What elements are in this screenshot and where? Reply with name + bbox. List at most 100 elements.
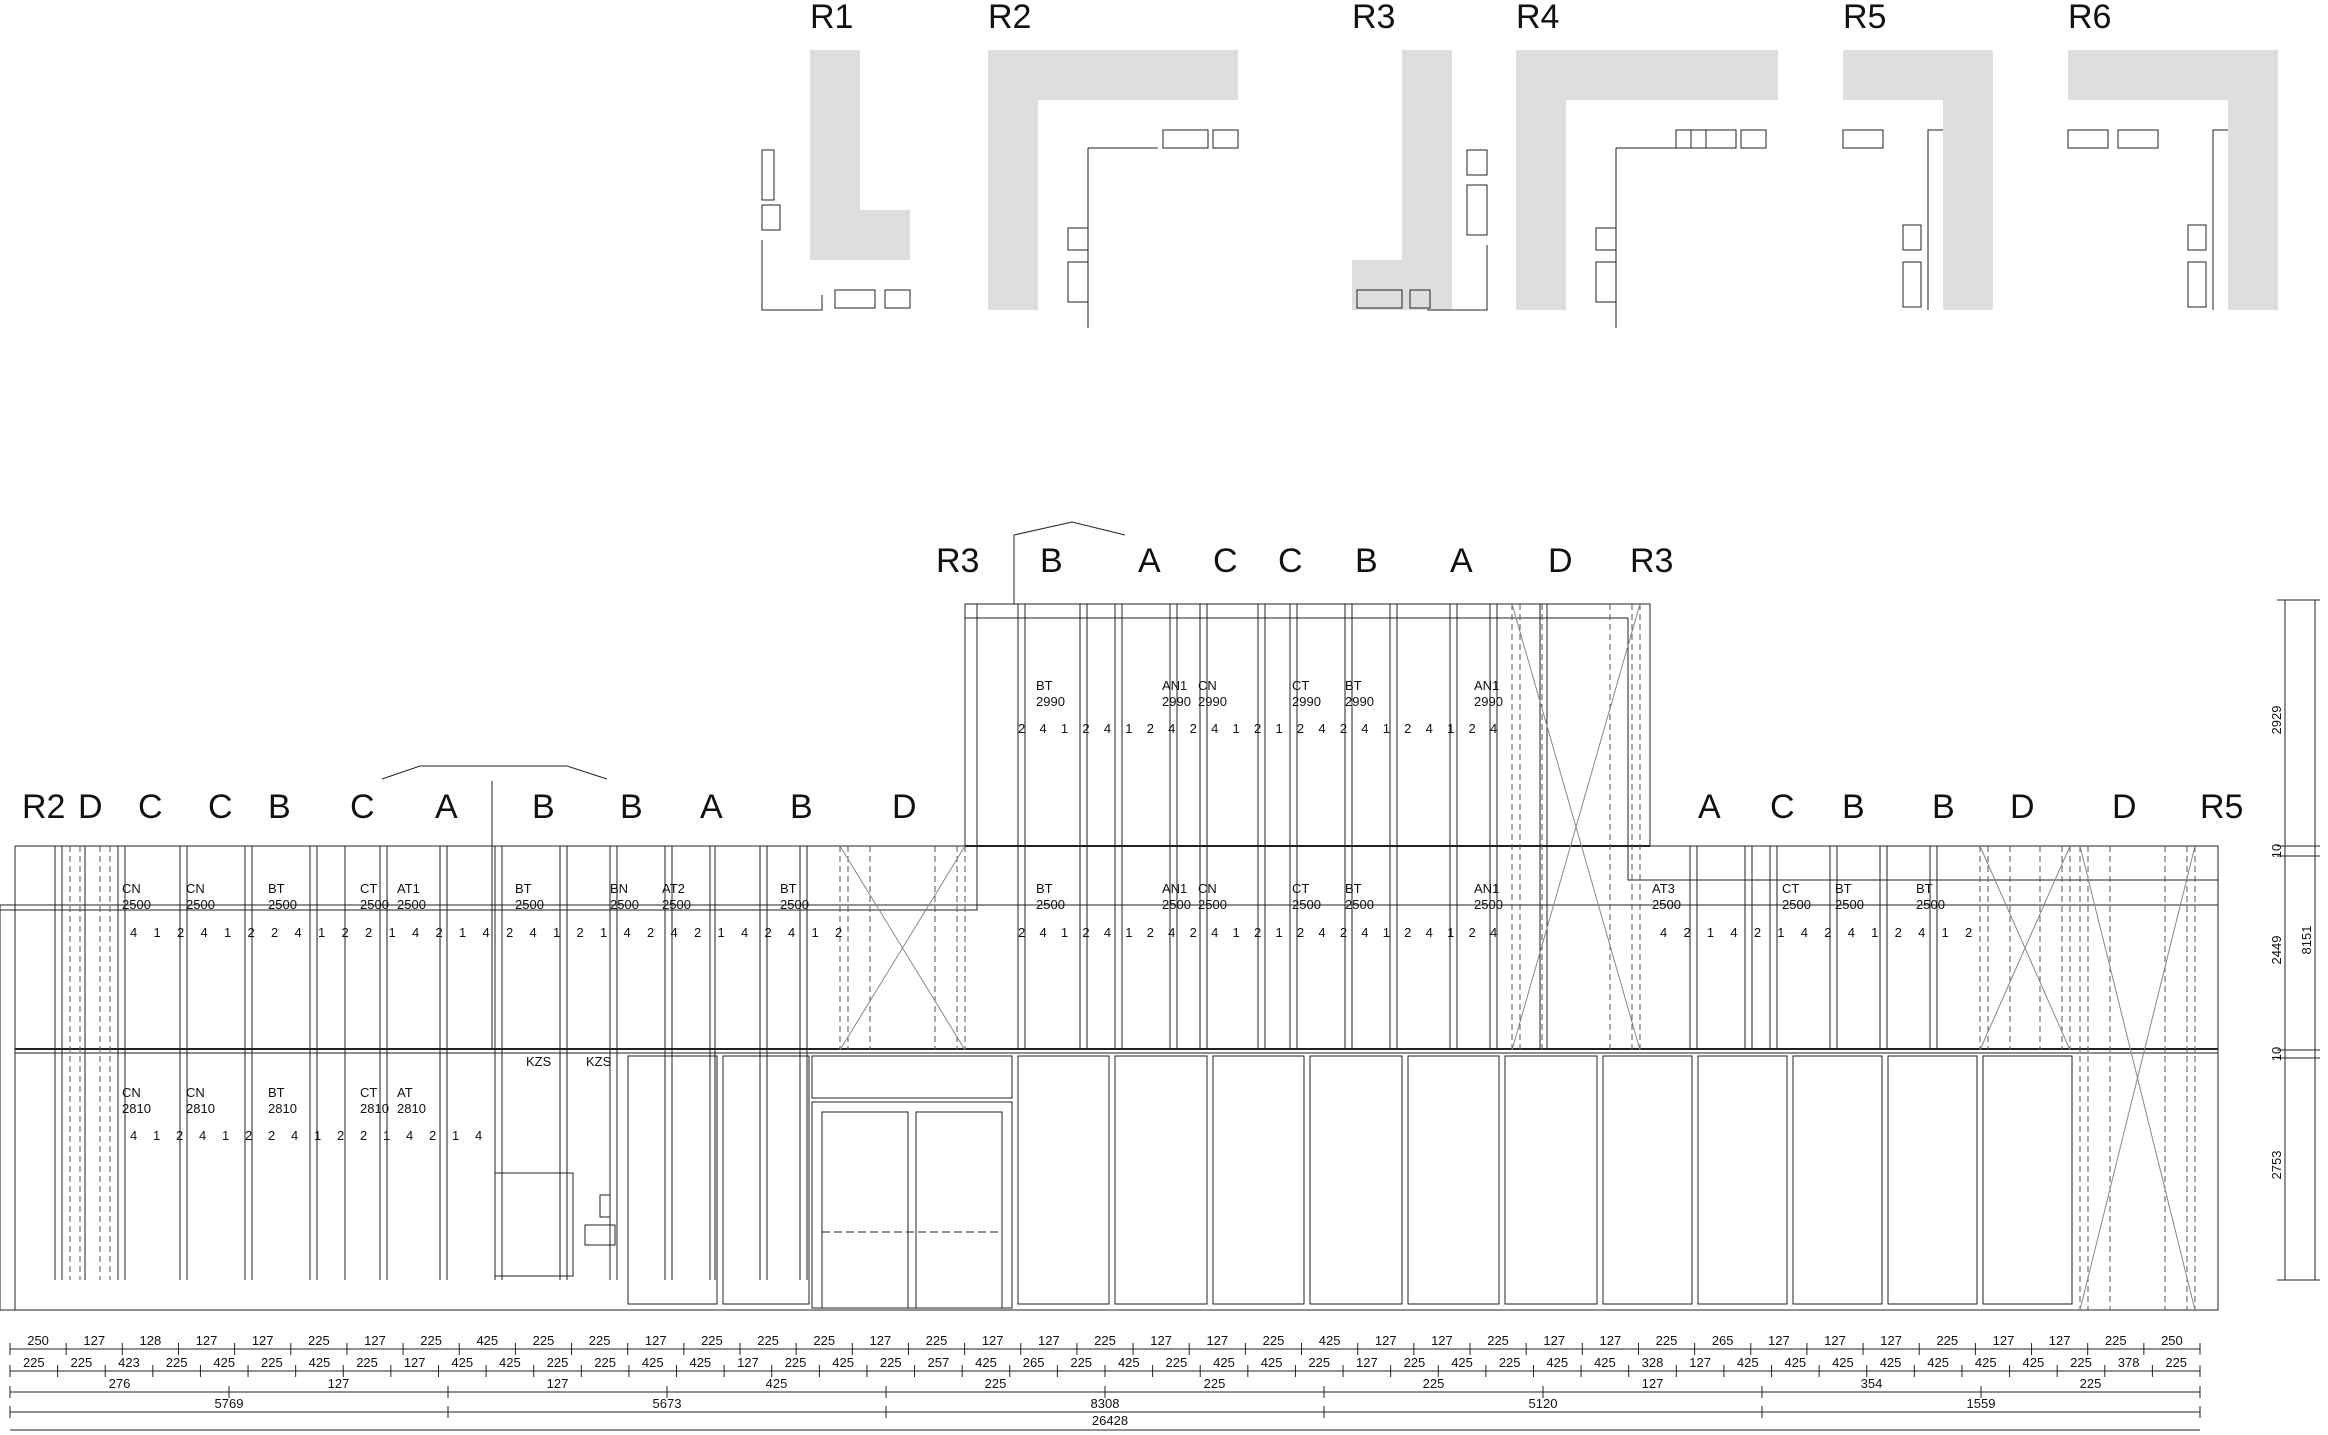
row-number: 1 (1383, 721, 1390, 736)
corner-detail-r1: R1 (761, 0, 911, 311)
panel-type: BT (1345, 678, 1362, 693)
row-number: 4 (1318, 925, 1325, 940)
row-number: 1 (154, 925, 161, 940)
dim-overall-value: 26428 (1092, 1413, 1128, 1428)
dim-row-1a-value: 127 (1768, 1333, 1790, 1348)
panel-height: 2810 (397, 1101, 426, 1116)
row-number: 4 (1490, 721, 1497, 736)
dim-row-3-value: 8308 (1091, 1396, 1120, 1411)
panel-height: 2990 (1345, 694, 1374, 709)
dim-row-1b-value: 425 (1451, 1355, 1473, 1370)
dim-row-1b-value: 257 (928, 1355, 950, 1370)
bay-letter: R2 (22, 788, 65, 826)
row-number: 1 (1447, 925, 1454, 940)
panel-type: BT (1916, 881, 1933, 896)
dim-row-1b-value: 127 (737, 1355, 759, 1370)
dim-row-1a-value: 127 (2049, 1333, 2071, 1348)
dim-row-1b-value: 425 (1927, 1355, 1949, 1370)
bay-letter: D (78, 788, 103, 826)
row-number: 2 (1018, 925, 1025, 940)
row-number: 2 (765, 925, 772, 940)
dim-row-1b-value: 225 (1166, 1355, 1188, 1370)
bay-letter: D (1548, 542, 1573, 580)
dim-row-1b-value: 225 (261, 1355, 283, 1370)
panel-height: 2500 (1652, 897, 1681, 912)
row-number: 4 (1426, 721, 1433, 736)
row-number: 4 (1660, 925, 1667, 940)
dim-row-2-value: 127 (328, 1376, 350, 1391)
dim-row-1a-value: 425 (1319, 1333, 1341, 1348)
dim-row-1b-value: 425 (451, 1355, 473, 1370)
panel-height: 2500 (360, 897, 389, 912)
row-number: 2 (1018, 721, 1025, 736)
stud-profile (1740, 129, 1767, 149)
bay-letter: C (1770, 788, 1795, 826)
row-number: 2 (268, 1128, 275, 1143)
bay-letter: B (620, 788, 643, 826)
row-number: 1 (1447, 721, 1454, 736)
row-number: 2 (1297, 925, 1304, 940)
dim-vertical-value: 10 (2269, 844, 2284, 858)
bay-letter: C (208, 788, 233, 826)
row-number: 4 (1104, 721, 1111, 736)
row-number: 2 (1190, 925, 1197, 940)
dim-row-1a-value: 127 (1375, 1333, 1397, 1348)
row-number: 2 (1254, 721, 1261, 736)
d-bay-left-diag (839, 845, 966, 1051)
dim-vertical-value: 10 (2269, 1047, 2284, 1061)
glazing-panel (627, 1055, 718, 1305)
row-number: 1 (1383, 925, 1390, 940)
corner-label: R1 (810, 0, 853, 36)
panel-height: 2500 (122, 897, 151, 912)
bay-letter: B (1355, 542, 1378, 580)
panel-type: AT3 (1652, 881, 1675, 896)
row-number: 4 (1426, 925, 1433, 940)
row-number: 1 (718, 925, 725, 940)
dim-row-1b-value: 425 (1594, 1355, 1616, 1370)
row-number: 4 (1039, 925, 1046, 940)
panel-height: 2500 (268, 897, 297, 912)
dim-row-2-value: 225 (1204, 1376, 1226, 1391)
row-number: 4 (1361, 721, 1368, 736)
panel-type: CN (1198, 881, 1217, 896)
panel-type: AN1 (1474, 678, 1499, 693)
bay-letter: A (700, 788, 723, 826)
bay-letter: B (532, 788, 555, 826)
dim-row-1a-value: 225 (926, 1333, 948, 1348)
door-frame (811, 1101, 1013, 1309)
bay-letter: B (268, 788, 291, 826)
panel-type: AN1 (1162, 678, 1187, 693)
facade-elevation (0, 521, 2219, 1311)
glazing-panel (1792, 1055, 1883, 1305)
panel-type: CT (360, 1085, 377, 1100)
dim-row-1b-value: 425 (689, 1355, 711, 1370)
door-leaf-left (821, 1111, 909, 1309)
bay-letter: D (2010, 788, 2035, 826)
dim-row-1a-value: 128 (140, 1333, 162, 1348)
dim-row-1a-value: 265 (1712, 1333, 1734, 1348)
panel-type: BT (268, 881, 285, 896)
dim-row-1b-value: 225 (1070, 1355, 1092, 1370)
row-number: 2 (245, 1128, 252, 1143)
stud-profile (884, 289, 911, 309)
row-number: 1 (383, 1128, 390, 1143)
panel-height: 2810 (122, 1101, 151, 1116)
corner-label: R6 (2068, 0, 2111, 36)
row-number: 2 (1190, 721, 1197, 736)
stud-profile (2187, 224, 2207, 251)
dim-row-2-value: 276 (109, 1376, 131, 1391)
dim-row-1a-value: 250 (2161, 1333, 2183, 1348)
dim-row-1a-value: 425 (476, 1333, 498, 1348)
bay-letter: A (435, 788, 458, 826)
panel-height: 2990 (1474, 694, 1503, 709)
door-transom (811, 1055, 1013, 1099)
dim-row-1a-value: 127 (1206, 1333, 1228, 1348)
row-number: 4 (1730, 925, 1737, 940)
corner-detail-r4: R4 (1516, 0, 1778, 328)
panel-type: CN (1198, 678, 1217, 693)
row-number: 4 (1848, 925, 1855, 940)
stud-track (1087, 147, 1158, 328)
row-number: 4 (788, 925, 795, 940)
panel-height: 2500 (1198, 897, 1227, 912)
row-number: 1 (1061, 721, 1068, 736)
